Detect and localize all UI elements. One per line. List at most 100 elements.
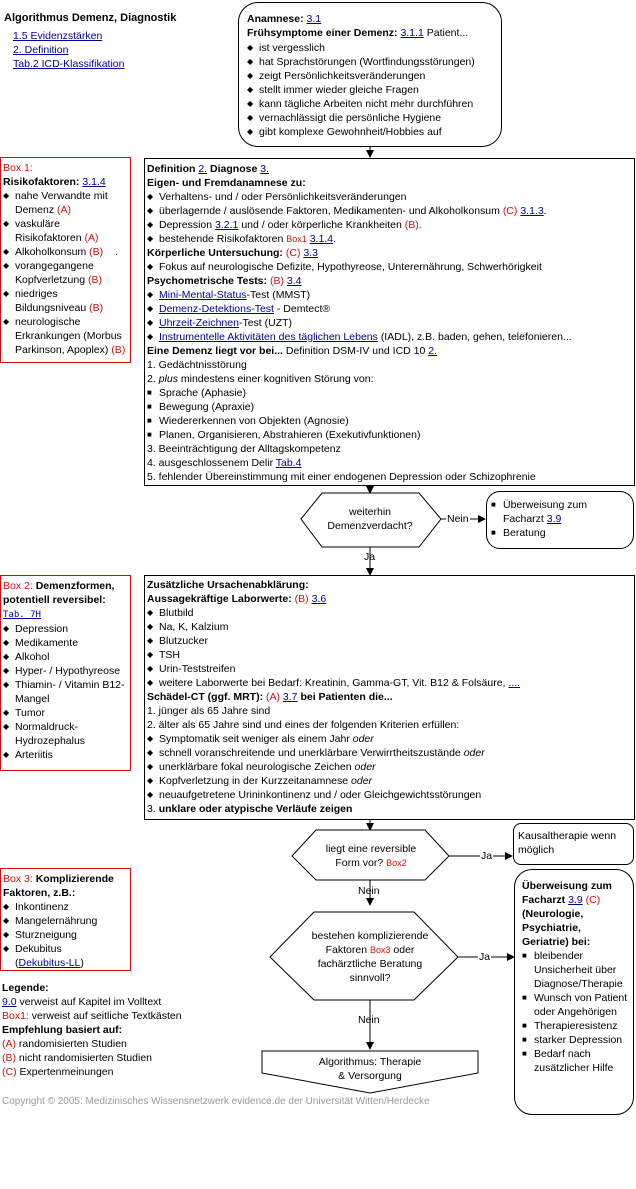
empfehlung-title: Empfehlung basiert auf:	[2, 1024, 123, 1036]
criterion-2: 2. plus mindestens einer kognitiven Stör…	[147, 373, 374, 385]
link-icd-klassifikation[interactable]: Tab.2 ICD-Klassifikation	[13, 58, 125, 70]
ct-criterion-1: 1. jünger als 65 Jahre sind	[147, 705, 271, 717]
link-3-1-3[interactable]: 3.1.3	[520, 205, 544, 217]
list-item: Bewegung (Apraxie)	[147, 400, 632, 414]
list-item: bleibender Unsicherheit über Diagnose/Th…	[522, 949, 628, 991]
list-item: Verhaltens- und / oder Persönlichkeitsve…	[147, 190, 632, 204]
box2-label: Box 2:	[3, 580, 33, 592]
box2-heading: Demenzformen, potentiell reversibel:	[3, 580, 115, 606]
d3-ja-label: Ja	[478, 951, 492, 963]
list-item: Arteriitis	[3, 748, 128, 762]
list-item: Mangelernährung	[3, 914, 128, 928]
fruehsymptome-heading: Frühsymptome einer Demenz:	[247, 27, 398, 39]
ct-kriterien-list: Symptomatik seit weniger als einem Jahr …	[147, 732, 632, 802]
criterion-1: 1. Gedächtnisstörung	[147, 359, 247, 371]
therapie-link[interactable]: Algorithmus: Therapie& Versorgung	[318, 1056, 422, 1082]
list-item: starker Depression	[522, 1033, 628, 1047]
tests-list: Mini-Mental-Status-Test (MMST) Demenz-De…	[147, 288, 632, 344]
labor-list: Blutbild Na, K, Kalzium Blutzucker TSH U…	[147, 606, 632, 690]
link-tab7h[interactable]: Tab. 7H	[3, 610, 41, 620]
list-item: Instrumentelle Aktivitäten des täglichen…	[147, 330, 632, 344]
list-item: Symptomatik seit weniger als einem Jahr …	[147, 732, 632, 746]
box3-label: Box 3:	[3, 873, 33, 885]
list-item: zeigt Persönlichkeitsveränderungen	[247, 69, 493, 83]
list-item: Beratung	[491, 526, 629, 540]
list-item: bestehende Risikofaktoren Box1 3.1.4.	[147, 232, 632, 246]
list-item: Blutbild	[147, 606, 632, 620]
box1-heading: Risikofaktoren:	[3, 176, 80, 188]
list-item: Depression	[3, 622, 128, 636]
therapie-shape	[261, 1050, 479, 1094]
link-3-1[interactable]: 3.1	[306, 13, 322, 25]
list-item: unerklärbare fokal neurologische Zeichen…	[147, 760, 632, 774]
link-definition[interactable]: 2. Definition	[13, 44, 69, 56]
link-2[interactable]: 2.	[198, 163, 208, 175]
link-3-4[interactable]: 3.4	[286, 275, 302, 287]
list-item: Na, K, Kalzium	[147, 620, 632, 634]
link-9-0[interactable]: 9.0	[2, 996, 17, 1008]
list-item: Therapieresistenz	[522, 1019, 628, 1033]
criterion-4: 4. ausgeschlossenem Delir Tab.4	[147, 457, 302, 469]
box1-list: nahe Verwandte mit Demenz (A) vaskuläre …	[3, 189, 128, 357]
page-title: Algorithmus Demenz, Diagnostik	[4, 12, 177, 24]
list-item: schnell voranschreitende und unerklärbar…	[147, 746, 632, 760]
list-item: hat Sprachstörungen (Wortfindungsstörung…	[247, 55, 493, 69]
ursachenabklaerung-box: Zusätzliche Ursachenabklärung: Aussagekr…	[144, 575, 635, 820]
d3-nein-label: Nein	[358, 1014, 380, 1026]
list-item: niedriges Bildungsniveau (B)	[3, 287, 128, 315]
decision-3-text: bestehen komplizierende Faktoren Box3 od…	[311, 930, 429, 984]
ueberweisung-box-1: Überweisung zum Facharzt 3.9 Beratung	[486, 491, 634, 549]
anamnese-heading: Anamnese:	[247, 13, 304, 25]
decision-shape-3	[269, 911, 459, 1001]
link-2b[interactable]: 2.	[428, 345, 438, 357]
list-item: Alkoholkonsum (B).	[3, 245, 128, 259]
list-item: Sprache (Aphasie)	[147, 386, 632, 400]
link-iadl[interactable]: Instrumentelle Aktivitäten des täglichen…	[159, 331, 378, 343]
link-3-1-4b[interactable]: 3.1.4	[309, 233, 334, 245]
header-links: 1.5 Evidenzstärken 2. Definition Tab.2 I…	[13, 29, 124, 71]
list-item: vaskuläre Risikofaktoren (A)	[3, 217, 128, 245]
list-item: Bedarf nach zusätzlicher Hilfe	[522, 1047, 628, 1075]
criterion-3: 3. Beeinträchtigung der Alltagskompetenz	[147, 443, 341, 455]
criterion-5: 5. fehlender Übereinstimmung mit einer e…	[147, 471, 536, 483]
kausaltherapie-box: Kausaltherapie wenn möglich	[513, 823, 634, 865]
list-item: Wunsch von Patient oder Angehörigen	[522, 991, 628, 1019]
link-3-9[interactable]: 3.9	[546, 513, 562, 525]
link-3[interactable]: 3.	[260, 163, 269, 175]
patient-text: Patient...	[426, 27, 469, 39]
link-3-1-1[interactable]: 3.1.1	[400, 27, 424, 39]
link-3-6[interactable]: 3.6	[311, 593, 327, 605]
list-item: Mini-Mental-Status-Test (MMST)	[147, 288, 632, 302]
link-demtect[interactable]: Demenz-Detektions-Test	[159, 303, 274, 315]
link-3-1-4[interactable]: 3.1.4	[82, 176, 106, 188]
ueberweisung-box-2: Überweisung zum Facharzt 3.9 (C) (Neurol…	[514, 869, 634, 1115]
anamnese-box: Anamnese: 3.1 Frühsymptome einer Demenz:…	[238, 2, 502, 147]
list-item: Überweisung zum Facharzt 3.9	[491, 498, 629, 526]
link-3-9b[interactable]: 3.9	[568, 894, 583, 906]
list-item: Inkontinenz	[3, 900, 128, 914]
link-3-7[interactable]: 3.7	[282, 691, 298, 703]
link-more[interactable]: ....	[508, 677, 521, 689]
list-item: Urin-Teststreifen	[147, 662, 632, 676]
link-dekubitus-ll[interactable]: Dekubitus-LL	[18, 957, 81, 969]
link-uzt[interactable]: Uhrzeit-Zeichnen	[159, 317, 239, 329]
list-item: neurologische Erkrankungen (Morbus Parki…	[3, 315, 128, 357]
link-evidenzstaerken[interactable]: 1.5 Evidenzstärken	[13, 30, 103, 42]
list-item: Normaldruck-Hydrozephalus	[3, 720, 128, 748]
anamnese-subheading: Eigen- und Fremdanamnese zu:	[147, 177, 306, 189]
link-tab4[interactable]: Tab.4	[275, 457, 302, 469]
legende-title: Legende:	[2, 982, 49, 994]
list-item: weitere Laborwerte bei Bedarf: Kreatinin…	[147, 676, 632, 690]
zusatz-heading: Zusätzliche Ursachenabklärung:	[147, 579, 309, 591]
ct-criterion-2: 2. älter als 65 Jahre sind und eines der…	[147, 719, 460, 731]
list-item: Kopfverletzung in der Kurzzeitanamnese o…	[147, 774, 632, 788]
list-item: stellt immer wieder gleiche Fragen	[247, 83, 493, 97]
list-item: Blutzucker	[147, 634, 632, 648]
legende: Legende: 9.0 verweist auf Kapitel im Vol…	[2, 982, 182, 1078]
link-3-3[interactable]: 3.3	[303, 247, 318, 259]
link-mmst[interactable]: Mini-Mental-Status	[159, 289, 247, 301]
list-item: neuaufgetretene Urininkontinenz und / od…	[147, 788, 632, 802]
link-3-2-1[interactable]: 3.2.1	[215, 219, 239, 231]
list-item: Demenz-Detektions-Test - Demtect®	[147, 302, 632, 316]
